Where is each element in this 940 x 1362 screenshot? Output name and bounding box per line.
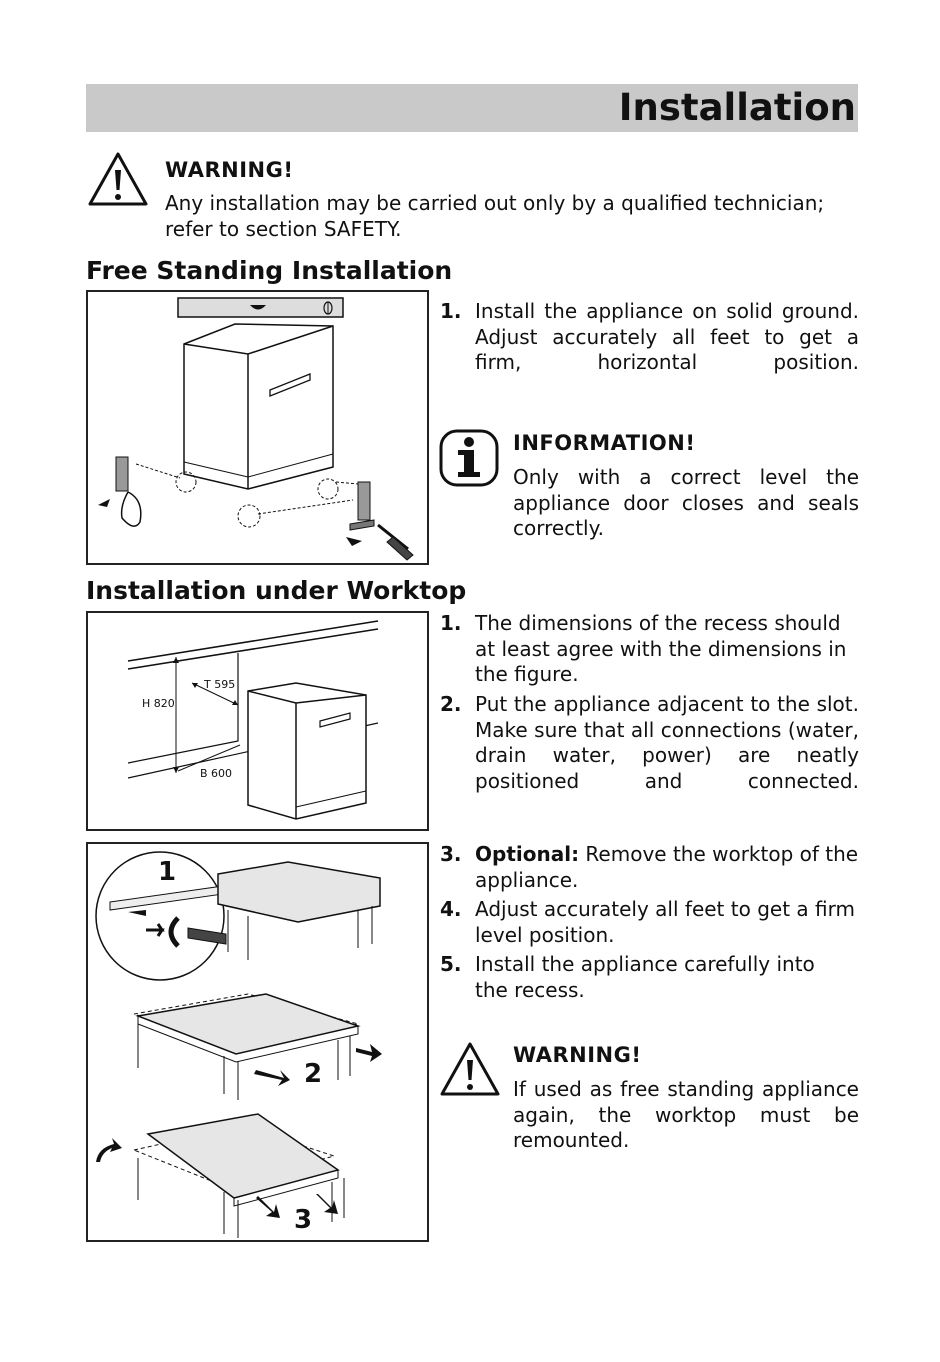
warning-label: WARNING! [513,1043,642,1067]
dishwasher-level-illustration [98,297,414,561]
worktop-removal-illustration: 1 2 3 [95,851,382,1238]
dim-depth: T 595 [203,678,235,691]
step-number: 1. [440,611,462,635]
warning-triangle-icon [440,1042,500,1096]
info-icon [439,429,499,487]
warning-text: Any installation may be carried out only… [165,191,825,241]
recess-dimension-illustration: H 820 T 595 B 600 [127,620,379,820]
step-number: 4. [440,897,462,921]
figure-label-3: 3 [294,1205,312,1235]
step-text: Install the appliance carefully into the… [475,952,815,1002]
step-text: Optional: Remove the worktop of the appl… [475,842,859,893]
info-text: Only with a correct level the appliance … [513,465,859,540]
figure-worktop-removal: 1 2 3 [86,842,429,1242]
page-title: Installation [618,86,856,129]
warning-triangle-icon [88,152,148,206]
figure-label-2: 2 [304,1059,322,1089]
section-heading-free-standing: Free Standing Installation [86,256,453,285]
dim-height: H 820 [142,697,175,710]
figure-free-standing [86,290,429,565]
step-text: Install the appliance on solid ground. A… [475,299,859,374]
optional-label: Optional: [475,842,580,866]
warning-label: WARNING! [165,158,294,182]
info-label: INFORMATION! [513,431,696,455]
section-heading-under-worktop: Installation under Worktop [86,576,467,605]
title-bar: Installation [86,84,858,132]
step-number: 2. [440,692,462,716]
step-text-remainder: Remove the worktop of the appliance. [475,842,859,892]
dim-width: B 600 [200,767,232,780]
step-text: Adjust accurately all feet to get a firm… [475,897,855,947]
step-number: 5. [440,952,462,976]
step-text: Put the appliance adjacent to the slot. … [475,692,859,793]
warning-text: If used as free standing appliance again… [513,1077,859,1152]
step-number: 1. [440,299,462,323]
step-text: The dimensions of the recess should at l… [475,611,847,686]
step-number: 3. [440,842,462,866]
figure-label-1: 1 [158,857,176,887]
figure-recess-dimensions: H 820 T 595 B 600 [86,611,429,831]
